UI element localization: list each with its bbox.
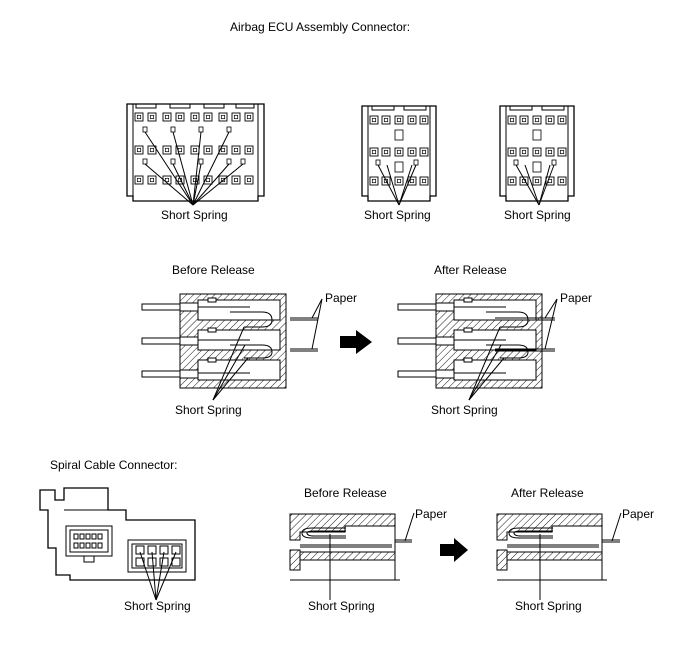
- short-spring-label-7: Short Spring: [308, 599, 375, 613]
- short-spring-label-3: Short Spring: [504, 208, 571, 222]
- ecu-cross-section-after: [397, 293, 558, 401]
- paper-strips-before: [212, 298, 323, 401]
- right-arrow-icon: [340, 330, 372, 354]
- spiral-cross-section-before: [289, 513, 400, 581]
- short-spring-label-1: Short Spring: [161, 208, 228, 222]
- after-release-label-2: After Release: [511, 486, 584, 500]
- after-release-label-1: After Release: [434, 263, 507, 277]
- short-spring-label-4: Short Spring: [175, 403, 242, 417]
- ecu-connector-large: [126, 103, 265, 206]
- spiral-paper-before: [329, 512, 415, 600]
- spiral-cross-section-after: [496, 512, 622, 600]
- ecu-connector-right: [499, 105, 575, 206]
- before-release-label-1: Before Release: [172, 263, 255, 277]
- paper-label-4: Paper: [622, 507, 655, 521]
- paper-label-3: Paper: [415, 507, 448, 521]
- spiral-cable-connector: [39, 487, 196, 601]
- paper-label-1: Paper: [325, 291, 358, 305]
- airbag-section-title: Airbag ECU Assembly Connector:: [230, 20, 411, 34]
- right-arrow-icon: [440, 538, 468, 562]
- short-spring-label-6: Short Spring: [124, 599, 191, 613]
- ecu-cross-section-before: [141, 293, 287, 389]
- short-spring-label-5: Short Spring: [431, 403, 498, 417]
- paper-label-2: Paper: [560, 291, 593, 305]
- before-release-label-2: Before Release: [304, 486, 387, 500]
- spiral-section-title: Spiral Cable Connector:: [50, 458, 178, 472]
- ecu-connector-middle: [361, 105, 437, 206]
- short-spring-label-8: Short Spring: [515, 599, 582, 613]
- short-spring-label-2: Short Spring: [364, 208, 431, 222]
